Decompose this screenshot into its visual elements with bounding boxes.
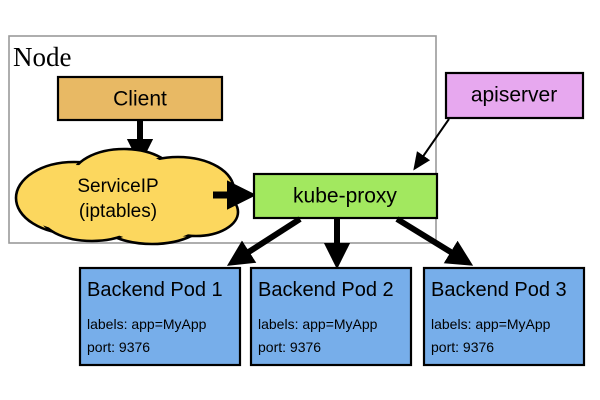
client-label: Client: [113, 88, 167, 111]
backend-pod-3-labels: labels: app=MyApp: [431, 316, 551, 332]
backend-pod-3: Backend Pod 3 labels: app=MyApp port: 93…: [422, 266, 586, 367]
backend-pod-2-box: [249, 266, 413, 367]
kube-proxy-box: [252, 172, 439, 220]
kube-proxy-label: kube-proxy: [293, 185, 397, 208]
backend-pod-3-port: port: 9376: [431, 339, 494, 355]
apiserver-label: apiserver: [471, 84, 557, 107]
backend-pod-1-box: [78, 266, 242, 367]
serviceip-label-line2: (iptables): [79, 201, 157, 222]
node-boundary: [8, 35, 437, 244]
backend-pod-2: Backend Pod 2 labels: app=MyApp port: 93…: [249, 266, 413, 367]
backend-pod-1-labels: labels: app=MyApp: [87, 316, 207, 332]
backend-pod-3-box: [422, 266, 586, 367]
serviceip-cloud: [14, 147, 240, 246]
backend-pod-2-labels: labels: app=MyApp: [258, 316, 378, 332]
client-box: [56, 75, 224, 122]
arrow-apiserver-to-kubeproxy: [413, 118, 450, 171]
apiserver-box: [444, 71, 585, 120]
node-label: Node: [13, 42, 71, 72]
backend-pod-2-title: Backend Pod 2: [258, 279, 394, 301]
backend-pod-3-title: Backend Pod 3: [431, 279, 567, 301]
backend-pod-2-port: port: 9376: [258, 339, 321, 355]
arrow-kubeproxy-to-pod-1: [226, 216, 302, 266]
backend-pod-1-port: port: 9376: [87, 339, 150, 355]
backend-pod-1: Backend Pod 1 labels: app=MyApp port: 93…: [78, 266, 242, 367]
arrow-kubeproxy-to-pod-3: [395, 216, 474, 266]
backend-pod-1-title: Backend Pod 1: [87, 279, 223, 301]
serviceip-label-line1: ServiceIP: [77, 176, 158, 197]
